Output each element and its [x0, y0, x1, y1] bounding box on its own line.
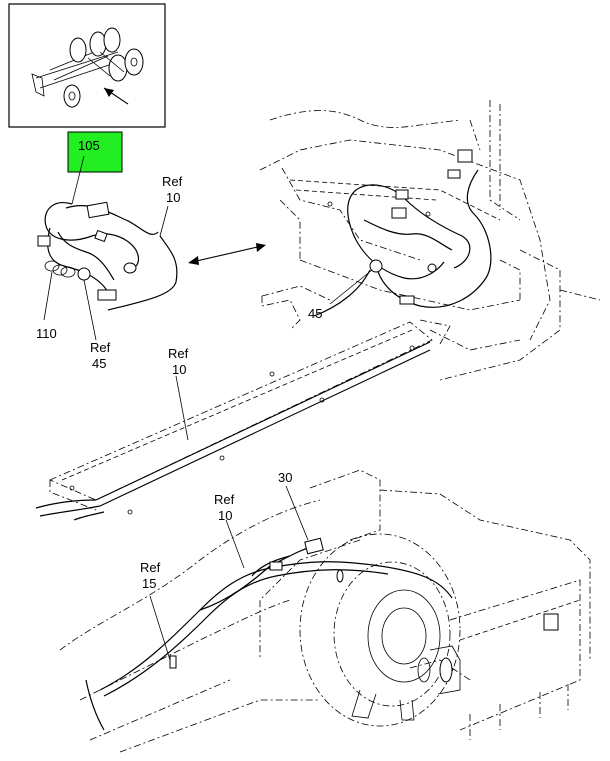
callout-30: 30	[278, 470, 292, 485]
callout-ref15-num: 15	[142, 576, 156, 591]
coil-icon	[44, 260, 91, 281]
callout-ref10-a-ref: Ref	[162, 174, 183, 189]
frame-assembly	[259, 100, 601, 381]
callout-110: 110	[36, 326, 57, 341]
callout-ref10-b-num: 10	[172, 362, 186, 377]
callout-ref10-c-ref: Ref	[214, 492, 235, 507]
double-arrow-icon	[188, 243, 266, 265]
locator-inset	[8, 3, 166, 128]
callout-45: 45	[308, 306, 322, 321]
part-105-highlight[interactable]: 105	[67, 131, 123, 173]
axle-assembly	[59, 469, 591, 753]
callout-105: 105	[78, 138, 100, 153]
side-rail	[35, 319, 451, 521]
chassis-locator-icon	[31, 27, 144, 108]
view-direction-arrow-icon	[103, 87, 129, 105]
callout-ref45-ref: Ref	[90, 340, 111, 355]
callout-ref45-num: 45	[92, 356, 106, 371]
callout-ref10-a-num: 10	[166, 190, 180, 205]
callout-ref10-c-num: 10	[218, 508, 232, 523]
callout-ref15-ref: Ref	[140, 560, 161, 575]
harness-detail	[37, 155, 178, 341]
callout-ref10-b-ref: Ref	[168, 346, 189, 361]
